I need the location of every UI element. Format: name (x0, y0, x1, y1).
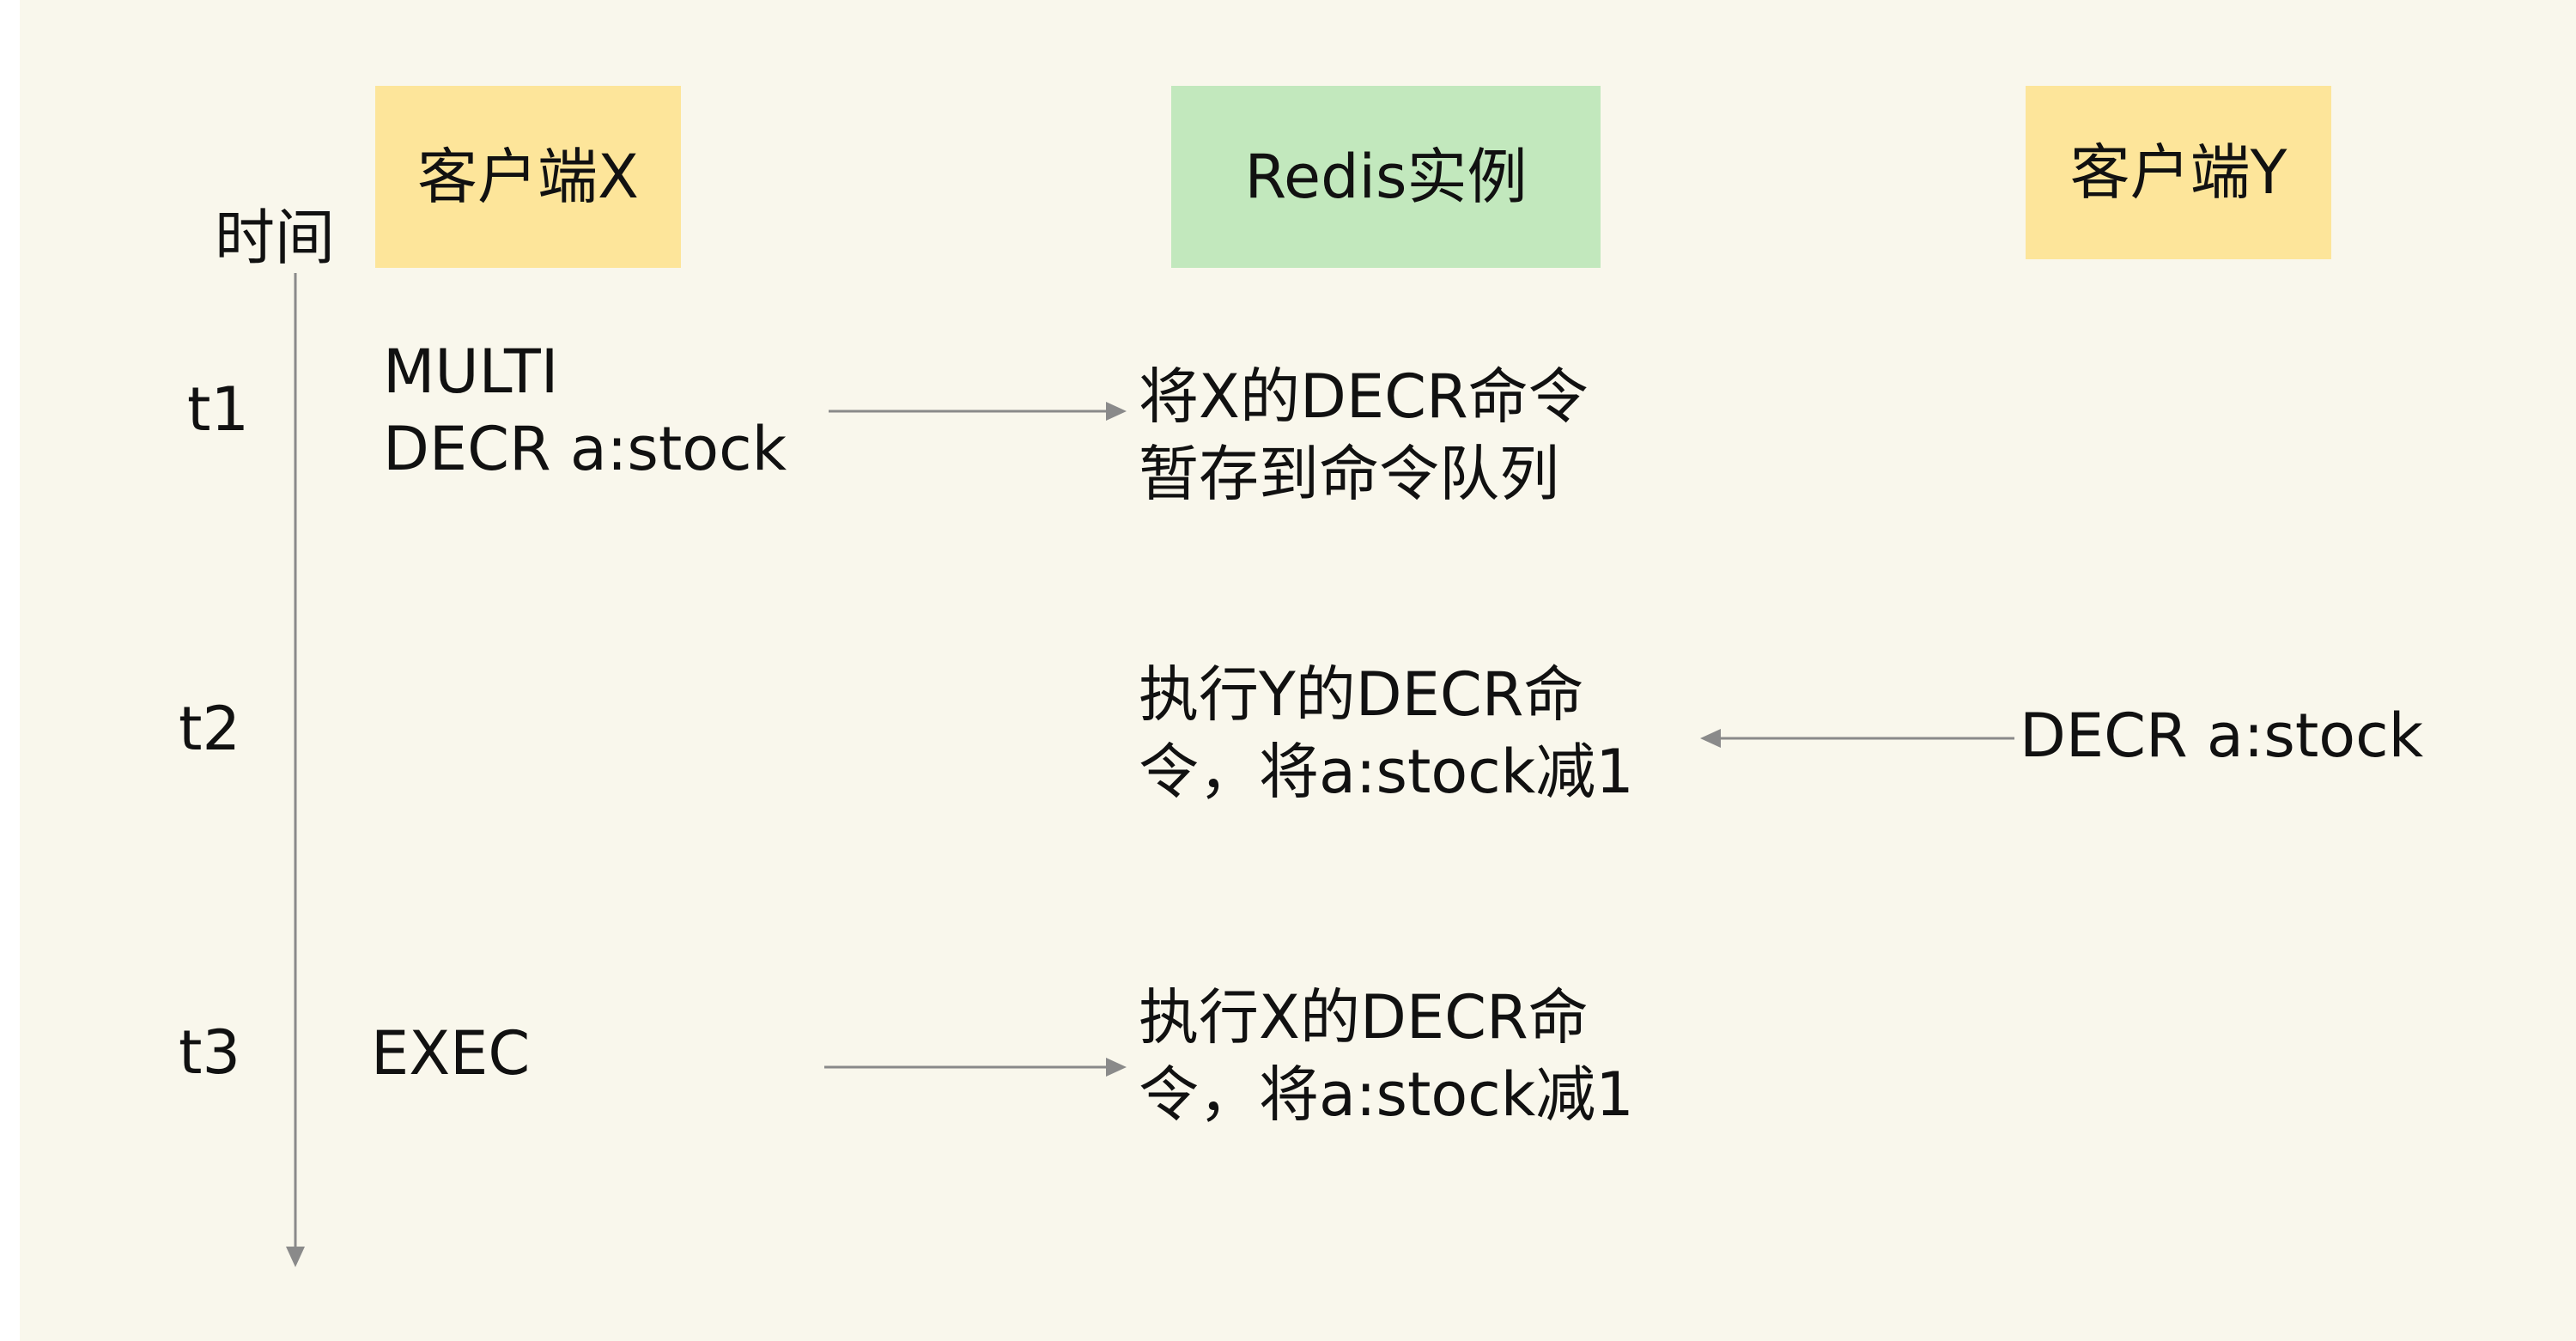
time-tick-t1: t1 (187, 374, 249, 445)
redis-t1-note-line-1: 将X的DECR命令 (1139, 361, 1589, 432)
client-x-exec-command: EXEC (371, 1018, 531, 1089)
redis-instance-title: Redis实例 (1244, 142, 1528, 212)
redis-t2-note-line-2: 令，将a:stock减1 (1139, 737, 1634, 807)
client-x-title: 客户端X (417, 142, 639, 212)
redis-t3-note-line-1: 执行X的DECR命 (1139, 982, 1589, 1053)
client-x-box: 客户端X (375, 86, 681, 268)
client-x-multi-command: MULTI (383, 337, 559, 407)
redis-t1-note-line-2: 暂存到命令队列 (1139, 439, 1559, 509)
client-y-decr-command: DECR a:stock (2020, 701, 2424, 771)
client-y-box: 客户端Y (2026, 86, 2331, 259)
redis-instance-box: Redis实例 (1171, 86, 1601, 268)
time-tick-t3: t3 (179, 1017, 240, 1088)
redis-t3-note-line-2: 令，将a:stock减1 (1139, 1059, 1634, 1130)
redis-t2-note-line-1: 执行Y的DECR命 (1139, 659, 1584, 730)
time-axis-label: 时间 (215, 203, 335, 273)
time-tick-t2: t2 (179, 694, 240, 764)
client-x-decr-command: DECR a:stock (383, 414, 787, 484)
client-y-title: 客户端Y (2069, 137, 2287, 208)
